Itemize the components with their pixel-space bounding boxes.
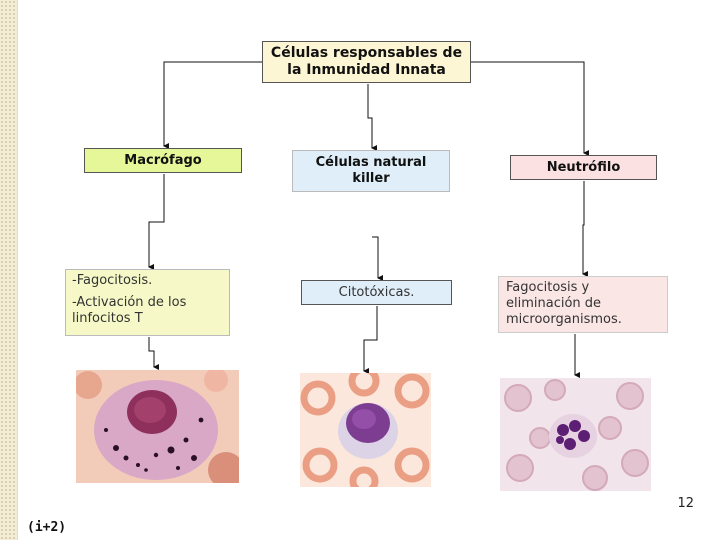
root-box: Células responsables de la Inmunidad Inn… (262, 41, 471, 83)
footer-label: (i+2) (27, 520, 67, 535)
macrofago-title: Macrófago (124, 152, 202, 168)
macrofago-box: Macrófago (84, 148, 242, 173)
neutrofilo-desc-line: microorganismos. (506, 312, 622, 327)
connector-root-macrofago (163, 61, 262, 149)
neutrofilo-description: Fagocitosis y eliminación de microorgani… (498, 276, 668, 333)
root-title-line1: Células responsables de (270, 45, 463, 61)
connector-root-nk (367, 84, 377, 151)
macrofago-desc-line: -Activación de los (72, 295, 187, 310)
connector-desc1-photo (148, 337, 159, 370)
macrofago-description: -Fagocitosis. -Activación de los linfoci… (65, 269, 230, 336)
connector-desc2-photo (363, 306, 378, 374)
page-number: 12 (677, 496, 694, 511)
neutrofilo-micrograph (500, 378, 651, 491)
nk-description: Citotóxicas. (301, 280, 452, 305)
neutrofilo-desc-line: Fagocitosis y (506, 280, 590, 295)
macrofago-micrograph (76, 370, 239, 483)
nk-box: Células natural killer (292, 150, 450, 192)
nk-micrograph (300, 373, 431, 487)
nk-desc-line: Citotóxicas. (338, 284, 415, 300)
root-title-line2: la Inmunidad Innata (287, 62, 446, 78)
nk-title-line1: Células natural (315, 155, 427, 170)
connector-neutrofilo-desc (582, 181, 588, 277)
connector-nk-desc (372, 236, 383, 281)
connector-macrofago-desc (148, 174, 165, 270)
nk-title-line2: killer (352, 171, 390, 186)
macrofago-desc-line: -Fagocitosis. (72, 273, 153, 288)
neutrofilo-desc-line: eliminación de (506, 296, 602, 311)
connector-root-neutrofilo (471, 61, 589, 156)
neutrofilo-box: Neutrófilo (510, 155, 657, 180)
macrofago-desc-line: linfocitos T (72, 311, 143, 326)
decorative-side-strip (0, 0, 18, 540)
neutrofilo-title: Neutrófilo (546, 159, 621, 175)
